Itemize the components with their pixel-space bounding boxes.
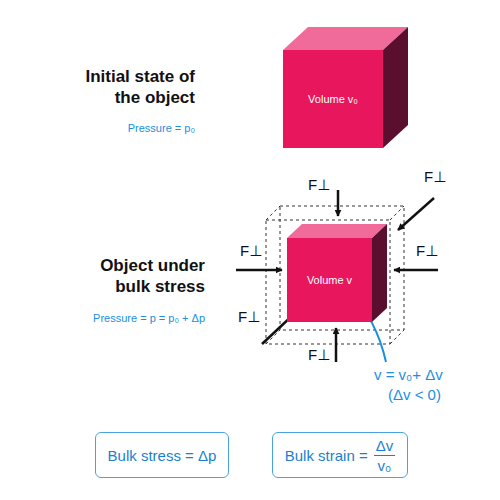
- cube-side-face: [372, 224, 387, 322]
- force-label: F⊥: [238, 308, 260, 326]
- fraction: Δvv₀: [374, 437, 396, 474]
- volume-note: (Δv < 0): [388, 386, 441, 403]
- force-label: F⊥: [308, 176, 330, 194]
- force-label: F⊥: [240, 242, 262, 260]
- force-label: F⊥: [416, 242, 438, 260]
- volume-cube: Volume v: [287, 238, 372, 322]
- formula-text: Bulk stress = Δp: [108, 447, 217, 464]
- fraction-numerator: Δv: [374, 437, 396, 456]
- volume-label: Volume v: [300, 273, 360, 287]
- state-heading: Object under bulk stress: [85, 255, 205, 297]
- pressure-note: Pressure = p = p₀ + Δp: [93, 312, 205, 324]
- cube-side-face: [383, 27, 408, 148]
- force-arrows: [236, 190, 438, 362]
- volume-note: v = v₀+ Δv: [374, 366, 443, 383]
- force-label: F⊥: [424, 168, 446, 186]
- volume-label: Volume v₀: [303, 92, 363, 106]
- fraction-denominator: v₀: [378, 456, 392, 474]
- formula-box: Bulk stress = Δp: [95, 432, 230, 478]
- formula-box: Bulk strain = Δvv₀: [272, 432, 409, 478]
- state-heading: Initial state of the object: [75, 66, 195, 108]
- cube-top-face: [287, 224, 387, 238]
- original-volume-outline: [266, 206, 404, 344]
- volume-cube: Volume v₀: [283, 50, 383, 148]
- force-label: F⊥: [308, 346, 330, 364]
- pressure-note: Pressure = p₀: [128, 122, 195, 134]
- formula-text: Bulk strain =: [285, 447, 368, 464]
